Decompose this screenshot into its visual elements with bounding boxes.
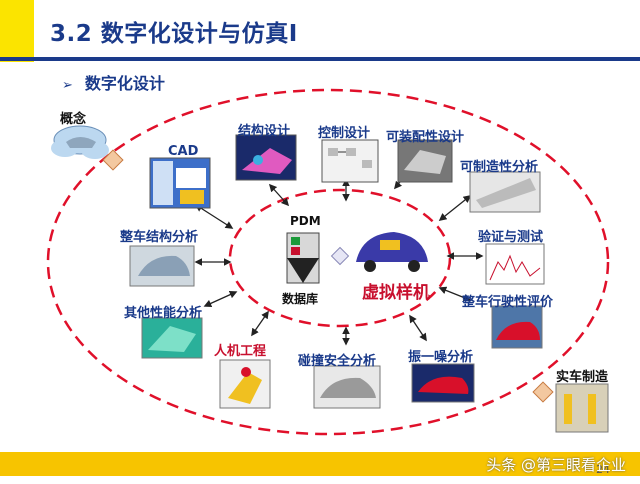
manufacturing-link-icon bbox=[532, 381, 554, 403]
header-accent-bar bbox=[0, 0, 34, 62]
section-bullet: ➢ 数字化设计 bbox=[62, 70, 165, 94]
vehicle-structure-thumb bbox=[129, 245, 195, 287]
pdm-label: PDM bbox=[290, 214, 321, 228]
page-title: 3.2 数字化设计与仿真Ⅰ bbox=[50, 21, 298, 47]
control-design-thumb bbox=[321, 139, 379, 183]
manufacturability-thumb bbox=[469, 171, 541, 213]
manufacturing-thumb bbox=[555, 383, 609, 433]
other-performance-thumb bbox=[141, 317, 203, 359]
assembly-design-label: 可装配性设计 bbox=[386, 130, 465, 145]
pdm-link-icon bbox=[330, 246, 350, 266]
footer-bar bbox=[0, 452, 640, 476]
watermark: 头条 @第三眼看企业 bbox=[486, 456, 626, 474]
crash-safety-thumb bbox=[313, 365, 381, 409]
verification-label: 验证与测试 bbox=[478, 230, 544, 245]
concept-label: 概念 bbox=[60, 112, 87, 127]
assembly-design-thumb bbox=[397, 139, 453, 183]
concept-cloud-icon bbox=[51, 125, 109, 159]
concept-link-icon bbox=[102, 149, 124, 171]
structure-design-label: 结构设计 bbox=[238, 124, 291, 139]
footer-strip bbox=[0, 476, 640, 484]
database-icon bbox=[286, 232, 320, 284]
virtual-prototype-thumb bbox=[356, 232, 428, 272]
cad-screenshot-thumb bbox=[149, 157, 211, 209]
verification-chart-thumb bbox=[485, 243, 545, 285]
header-divider bbox=[0, 57, 640, 61]
ergonomics-thumb bbox=[219, 359, 271, 409]
control-design-label: 控制设计 bbox=[318, 126, 371, 141]
nvh-label: 振一噪分析 bbox=[408, 350, 474, 365]
ergonomics-label: 人机工程 bbox=[214, 344, 267, 359]
nvh-thumb bbox=[411, 363, 475, 403]
other-performance-label: 其他性能分析 bbox=[124, 306, 203, 321]
manufacturing-label: 实车制造 bbox=[556, 370, 609, 385]
manufacturability-label: 可制造性分析 bbox=[460, 160, 539, 175]
page-number: 24 bbox=[596, 463, 610, 476]
cad-label: CAD bbox=[168, 144, 199, 159]
handling-label: 整车行驶性评价 bbox=[462, 295, 554, 310]
section-heading: 数字化设计 bbox=[84, 74, 165, 93]
virtual-prototype-label: 虚拟样机 bbox=[362, 283, 430, 303]
outer-dashed-ellipse bbox=[46, 88, 610, 436]
database-label: 数据库 bbox=[282, 292, 319, 306]
vehicle-structure-label: 整车结构分析 bbox=[120, 230, 199, 245]
bullet-arrow-icon: ➢ bbox=[62, 78, 73, 93]
structure-design-thumb bbox=[235, 134, 297, 181]
crash-safety-label: 碰撞安全分析 bbox=[298, 354, 377, 369]
handling-thumb bbox=[491, 305, 543, 349]
